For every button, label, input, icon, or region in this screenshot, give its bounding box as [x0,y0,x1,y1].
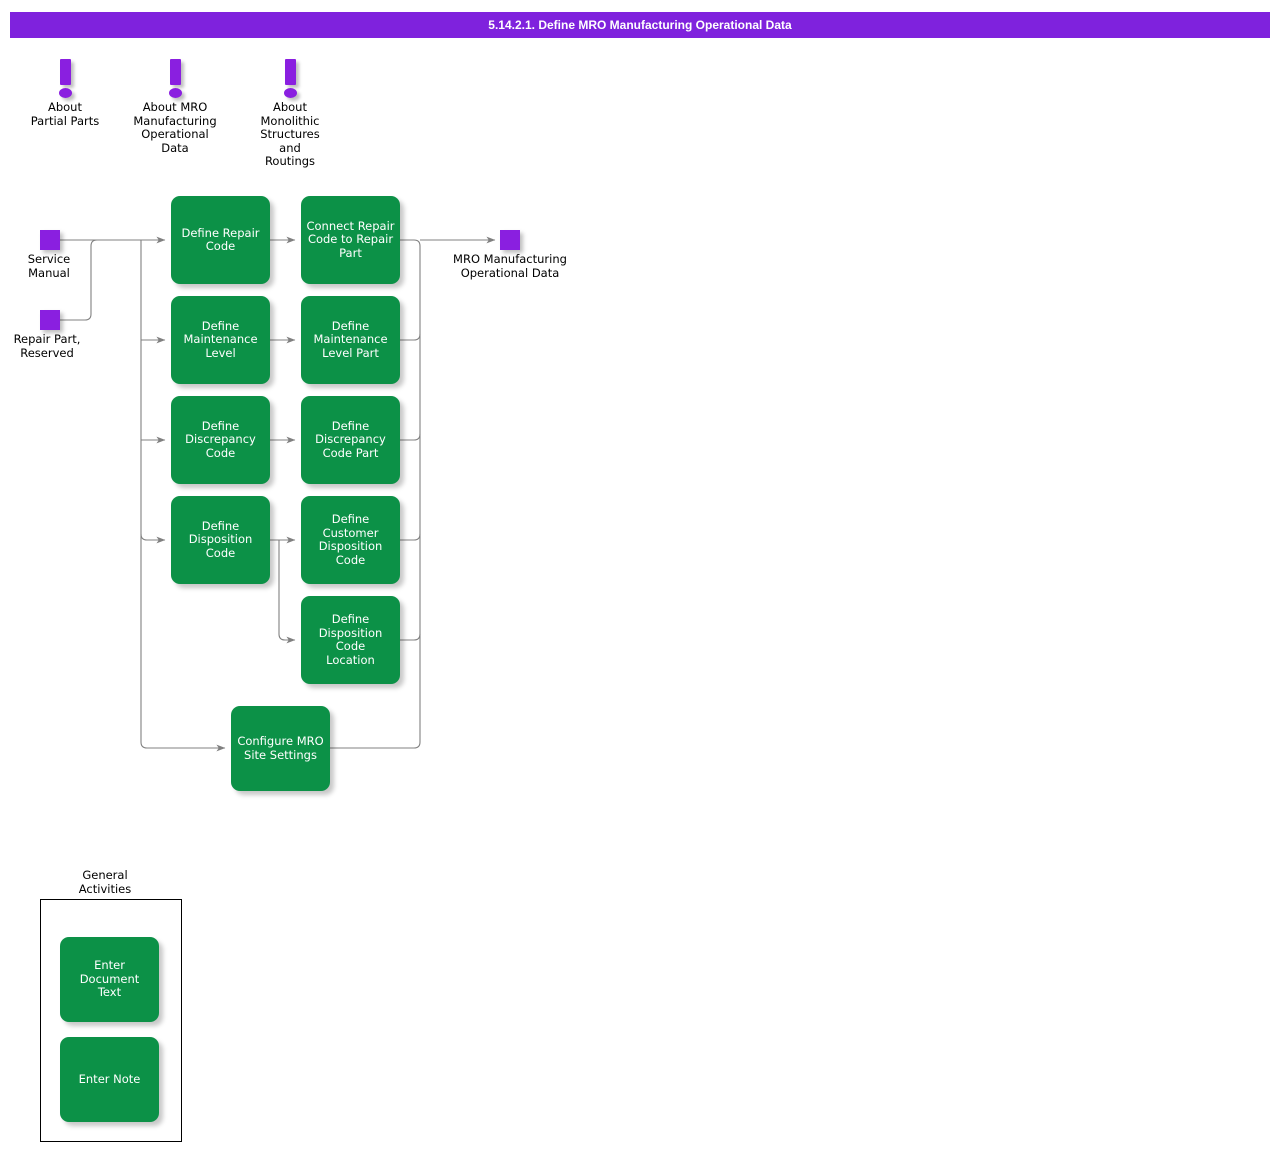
data-node-label: Repair Part, Reserved [13,332,81,360]
data-node-service-manual[interactable]: Service Manual [0,230,119,280]
group-frame-general-activities [40,899,182,1142]
info-node-about-monolithic-structures-and-routings[interactable]: About Monolithic Structures and Routings [230,55,350,169]
info-node-label: About MRO Manufacturing Operational Data [133,100,217,155]
activity-define-customer-disposition-code[interactable]: Define Customer Disposition Code [301,496,400,584]
page-title: 5.14.2.1. Define MRO Manufacturing Opera… [488,18,792,32]
activity-define-disposition-code-location[interactable]: Define Disposition Code Location [301,596,400,684]
activity-configure-mro-site-settings[interactable]: Configure MRO Site Settings [231,706,330,791]
activity-connect-repair-code-to-repair-part[interactable]: Connect Repair Code to Repair Part [301,196,400,284]
data-node-square [500,230,520,250]
exclamation-icon [230,55,350,99]
data-node-label: Service Manual [27,252,71,280]
activity-define-disposition-code[interactable]: Define Disposition Code [171,496,270,584]
data-node-square [40,230,60,250]
data-node-mro-manufacturing-operational-data[interactable]: MRO Manufacturing Operational Data [440,230,580,280]
info-node-about-partial-parts[interactable]: About Partial Parts [5,55,125,128]
exclamation-icon [115,55,235,99]
activity-enter-document-text[interactable]: Enter Document Text [60,937,159,1022]
info-node-about-mro-manufacturing-operational-data[interactable]: About MRO Manufacturing Operational Data [115,55,235,155]
activity-define-discrepancy-code-part[interactable]: Define Discrepancy Code Part [301,396,400,484]
info-node-label: About Partial Parts [30,100,100,128]
page-title-bar: 5.14.2.1. Define MRO Manufacturing Opera… [10,12,1270,38]
activity-define-maintenance-level-part[interactable]: Define Maintenance Level Part [301,296,400,384]
exclamation-icon [5,55,125,99]
activity-define-repair-code[interactable]: Define Repair Code [171,196,270,284]
data-node-label: MRO Manufacturing Operational Data [453,252,567,280]
data-node-square [40,310,60,330]
activity-enter-note[interactable]: Enter Note [60,1037,159,1122]
group-title-general-activities: General Activities [78,868,132,896]
activity-define-maintenance-level[interactable]: Define Maintenance Level [171,296,270,384]
data-node-repair-part-reserved[interactable]: Repair Part, Reserved [0,310,117,360]
info-node-label: About Monolithic Structures and Routings [260,100,320,168]
activity-define-discrepancy-code[interactable]: Define Discrepancy Code [171,396,270,484]
